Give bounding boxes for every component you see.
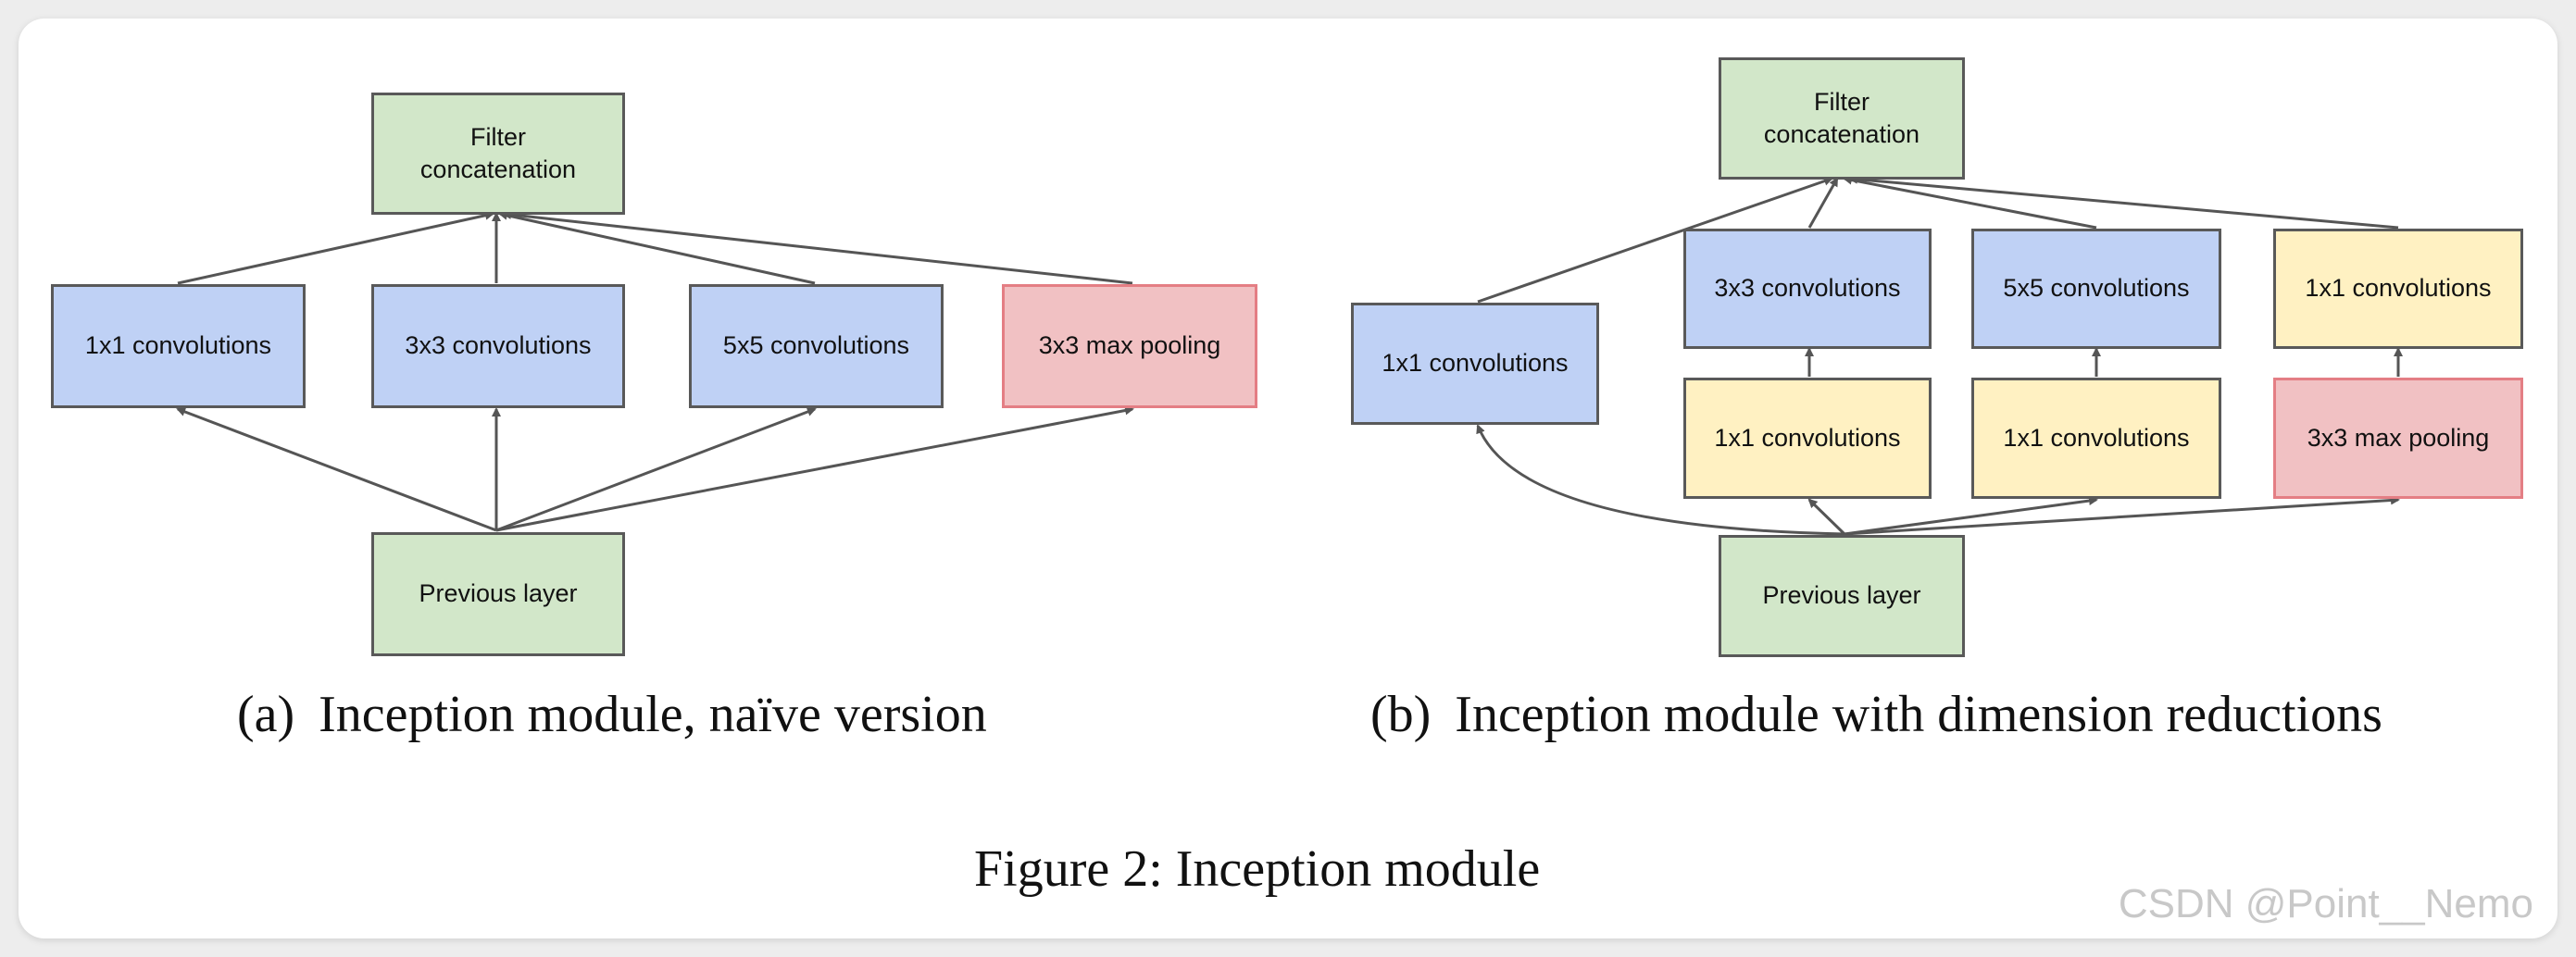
caption-a: (a) Inception module, naïve version — [237, 685, 987, 744]
arrow-a-pool-to-concat — [502, 209, 1133, 285]
arrow-a-conv1-to-concat — [177, 210, 494, 285]
a-conv-1x1: 1x1 convolutions — [51, 284, 306, 408]
b-conv-3x3: 3x3 convolutions — [1683, 229, 1932, 349]
arrow-b-prev-to-reduce5 — [1844, 496, 2098, 536]
arrow-a-prev-to-conv1 — [176, 407, 497, 532]
b-conv-5x5: 5x5 convolutions — [1971, 229, 2221, 349]
b-previous-layer: Previous layer — [1719, 535, 1965, 657]
arrow-b-prev-to-conv1 — [1476, 424, 1845, 536]
arrow-b-proj-to-concat — [1848, 174, 2399, 230]
arrow-b-prev-to-pool — [1844, 495, 2400, 536]
b-max-pooling: 3x3 max pooling — [2273, 378, 2523, 499]
b-conv-1x1-direct: 1x1 convolutions — [1351, 303, 1599, 425]
b-filter-concatenation: Filter concatenation — [1719, 57, 1965, 180]
caption-a-label: (a) — [237, 686, 295, 743]
arrow-b-conv5-to-concat — [1843, 175, 2097, 230]
a-filter-concatenation: Filter concatenation — [371, 93, 625, 215]
b-conv-1x1-reduce-5x5: 1x1 convolutions — [1971, 378, 2221, 499]
b-conv-1x1-pool-projection: 1x1 convolutions — [2273, 229, 2523, 349]
a-max-pooling: 3x3 max pooling — [1002, 284, 1257, 408]
a-conv-3x3: 3x3 convolutions — [371, 284, 625, 408]
arrow-a-prev-to-conv5 — [495, 407, 817, 532]
arrow-b-prev-to-reduce3 — [1807, 498, 1846, 536]
figure-caption: Figure 2: Inception module — [974, 840, 1541, 898]
caption-a-text: Inception module, naïve version — [319, 686, 987, 743]
arrow-b-conv1-to-concat — [1477, 176, 1833, 304]
watermark: CSDN @Point__Nemo — [2118, 881, 2533, 926]
arrow-b-conv3-to-concat — [1807, 177, 1839, 229]
a-conv-5x5: 5x5 convolutions — [689, 284, 944, 408]
caption-b-text: Inception module with dimension reductio… — [1455, 686, 2382, 743]
arrow-a-prev-to-pool — [495, 405, 1134, 532]
caption-b-label: (b) — [1370, 686, 1432, 743]
b-conv-1x1-reduce-3x3: 1x1 convolutions — [1683, 378, 1932, 499]
a-previous-layer: Previous layer — [371, 532, 625, 656]
caption-b: (b) Inception module with dimension reduc… — [1370, 685, 2382, 744]
arrow-a-conv5-to-concat — [498, 210, 816, 285]
